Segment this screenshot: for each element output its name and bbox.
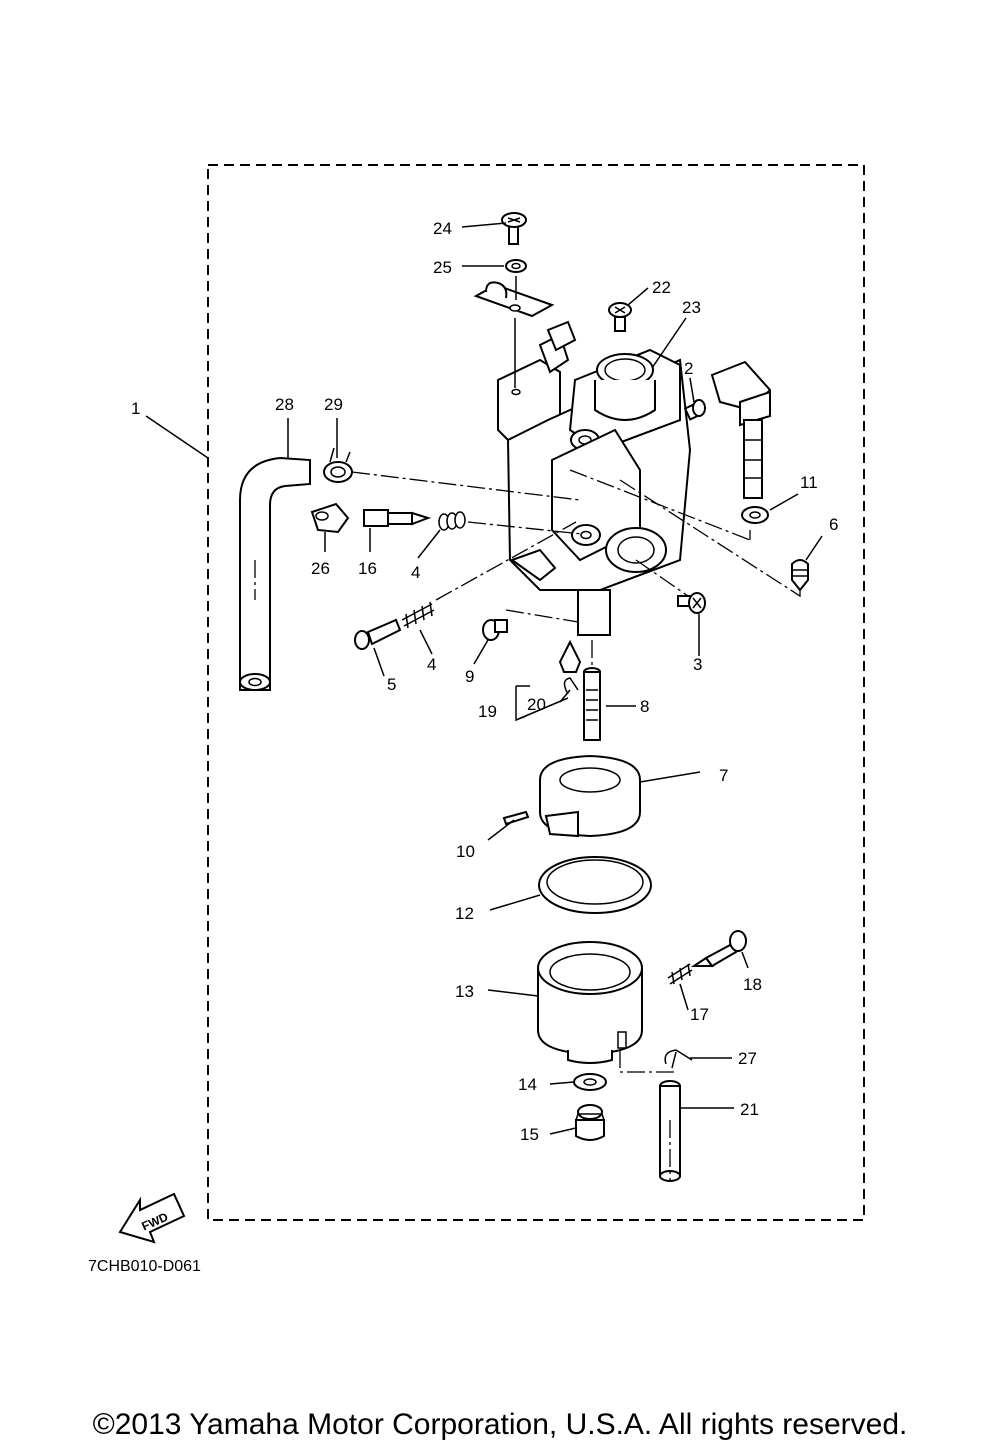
callout-13: 13: [455, 982, 474, 1001]
callout-8: 8: [640, 697, 649, 716]
callout-9: 9: [465, 667, 474, 686]
part-13-float-bowl: [537, 941, 643, 1064]
callout-27: 27: [738, 1049, 757, 1068]
part-27-clip: [664, 1049, 693, 1069]
part-15-drain-plug: [575, 1104, 605, 1141]
callout-17: 17: [690, 1005, 709, 1024]
part-8-jet: [583, 667, 601, 741]
part-7-float: [539, 754, 641, 838]
part-26-cap: [310, 502, 350, 534]
part-bracket: [473, 281, 555, 318]
part-11-washer: [741, 506, 769, 524]
assembly-frame: [207, 164, 865, 1221]
part-20-clip: [563, 677, 579, 695]
leader-lines: [145, 222, 823, 1135]
callout-1: 1: [131, 399, 140, 418]
part-19-needle: [558, 639, 582, 673]
part-28-hose: [239, 456, 311, 691]
callout-3: 3: [693, 655, 702, 674]
callout-7: 7: [719, 766, 728, 785]
callout-labels: 1 2 3 4 4 5 6 7 8 9 10 11 12 13 14 15 16…: [131, 219, 838, 1144]
fwd-arrow: FWD: [118, 1192, 186, 1244]
callout-19: 19: [478, 702, 497, 721]
part-18-screw: [690, 930, 747, 968]
callout-28: 28: [275, 395, 294, 414]
callout-24: 24: [433, 219, 452, 238]
part-24-screw: [501, 212, 527, 245]
callout-26: 26: [311, 559, 330, 578]
callout-5: 5: [387, 675, 396, 694]
callout-16: 16: [358, 559, 377, 578]
callout-4-upper: 4: [411, 563, 420, 582]
part-10-pin: [502, 810, 530, 826]
part-16-valve: [363, 509, 432, 527]
callout-20: 20: [527, 695, 546, 714]
callout-29: 29: [324, 395, 343, 414]
part-2-screw: [683, 399, 706, 421]
callout-25: 25: [433, 258, 452, 277]
callout-4-lower: 4: [427, 655, 436, 674]
part-4-spring-upper: [438, 511, 466, 531]
part-17-spring: [667, 963, 693, 985]
part-lever-assembly: [710, 360, 772, 499]
part-12-gasket: [538, 856, 652, 914]
callout-12: 12: [455, 904, 474, 923]
part-3-screw: [677, 592, 706, 614]
callout-11: 11: [800, 473, 818, 492]
part-4-spring-lower: [401, 601, 435, 629]
callout-22: 22: [652, 278, 671, 297]
callout-14: 14: [518, 1075, 537, 1094]
diagram-code: 7CHB010-D061: [88, 1258, 201, 1275]
part-9-screw: [482, 619, 508, 641]
part-22-screw: [608, 302, 632, 332]
part-25-washer: [505, 259, 527, 273]
part-carburetor-body: [497, 320, 692, 636]
callout-15: 15: [520, 1125, 539, 1144]
part-29-clip: [323, 447, 353, 483]
copyright-notice: ©2013 Yamaha Motor Corporation, U.S.A. A…: [92, 1408, 908, 1441]
assembly-lines: [254, 469, 801, 1180]
part-14-washer: [573, 1073, 607, 1091]
callout-21: 21: [740, 1100, 759, 1119]
callout-6: 6: [829, 515, 838, 534]
callout-18: 18: [743, 975, 762, 994]
callout-10: 10: [456, 842, 475, 861]
callout-23: 23: [682, 298, 701, 317]
callout-2: 2: [684, 359, 693, 378]
part-5-screw: [354, 618, 402, 650]
part-6-cap: [791, 559, 809, 592]
